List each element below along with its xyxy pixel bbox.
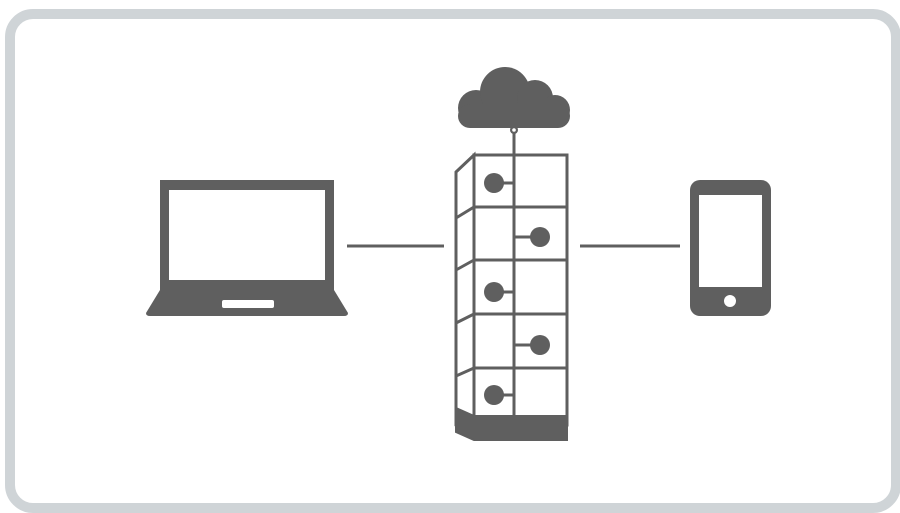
server-tower-icon (454, 151, 569, 441)
drive-nodes (484, 173, 550, 405)
cloud-icon (458, 67, 570, 128)
laptop-icon (146, 180, 348, 316)
connector-server-cloud (510, 126, 518, 420)
smartphone-icon (690, 180, 771, 316)
